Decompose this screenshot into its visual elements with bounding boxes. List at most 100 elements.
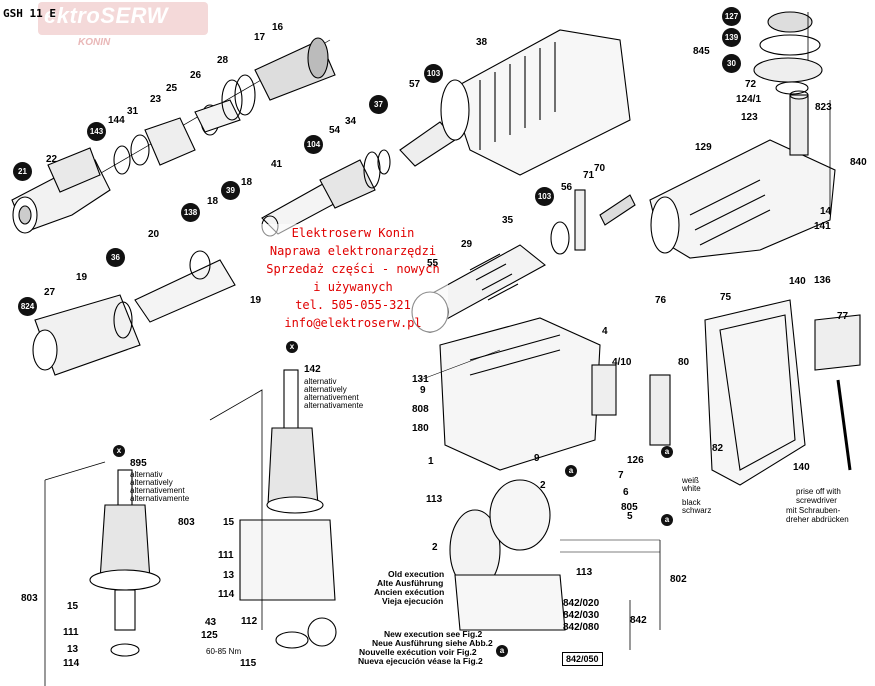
alt-note: alternativ [130, 470, 163, 479]
part-label: 75 [720, 292, 732, 303]
part-label: 7 [618, 470, 624, 481]
part-label: 80 [678, 357, 690, 368]
part-label: 129 [695, 142, 712, 153]
part-label: 4/10 [612, 357, 632, 368]
part-label: 803 [178, 517, 195, 528]
part-label: 43 [205, 617, 217, 628]
part-label: 19 [76, 272, 88, 283]
marker-x: x [286, 341, 298, 353]
part-label: 803 [21, 593, 38, 604]
part-label: 5 [627, 511, 633, 522]
part-label: 27 [44, 287, 56, 298]
part-label: 54 [329, 125, 341, 136]
part-label: 895 [130, 458, 147, 469]
advert-line-5: tel. 505-055-321 [295, 298, 411, 312]
part-label: 124/1 [736, 94, 762, 105]
part-label: 112 [241, 616, 258, 627]
part-label: 4 [602, 326, 608, 337]
part-label: 15 [67, 601, 79, 612]
prise-note: screwdriver [796, 496, 837, 505]
alt-note: alternativement [130, 486, 185, 495]
part-label: 17 [254, 32, 266, 43]
part-label: 14 [820, 206, 832, 217]
part-label: 55 [427, 258, 439, 269]
part-label: 26 [190, 70, 202, 81]
part-label: 19 [250, 295, 262, 306]
watermark-stamp [38, 2, 208, 35]
part-label: 56 [561, 182, 573, 193]
part-label: 9 [420, 385, 426, 396]
part-badge: 103 [424, 64, 443, 83]
part-label: 144 [108, 115, 125, 126]
alt-note: alternatively [130, 478, 173, 487]
part-label: 23 [150, 94, 162, 105]
part-label: 38 [476, 37, 488, 48]
part-label: 70 [594, 163, 606, 174]
part-label: 805 [621, 502, 638, 513]
part-label: 82 [712, 443, 724, 454]
part-label: 180 [412, 423, 429, 434]
part-label: 140 [793, 462, 810, 473]
part-label: 113 [426, 494, 443, 505]
marker-a: a [565, 465, 577, 477]
part-badge: 30 [722, 54, 741, 73]
part-label: 25 [166, 83, 178, 94]
part-badge: 39 [221, 181, 240, 200]
alt-note: alternativamente [304, 401, 364, 410]
marker-a: a [661, 446, 673, 458]
prise-note: prise off with [796, 487, 841, 496]
part-label: 72 [745, 79, 757, 90]
part-label: 115 [240, 658, 257, 669]
part-label: 126 [627, 455, 644, 466]
new-exec-note: Nouvelle exécution voir Fig.2 [359, 647, 477, 657]
part-label: 31 [127, 106, 139, 117]
watermark-city: KONIN [78, 37, 111, 48]
wire-color: black [682, 498, 701, 507]
alt-note: alternativ [304, 377, 337, 386]
part-label: 111 [63, 627, 79, 638]
advert-line-3: Sprzedaż części - nowych [266, 262, 440, 276]
part-label: 140 [789, 276, 806, 287]
part-badge: 127 [722, 7, 741, 26]
part-label: 808 [412, 404, 429, 415]
part-label: 141 [814, 221, 831, 232]
part-label: 13 [223, 570, 235, 581]
old-exec-note: Alte Ausführung [377, 578, 444, 588]
watermark-brand: ektroSERW [44, 3, 168, 28]
part-label: 142 [304, 364, 321, 375]
part-label: 76 [655, 295, 667, 306]
part-label: 111 [218, 550, 234, 561]
part-badge: 103 [535, 187, 554, 206]
part-label: 35 [502, 215, 514, 226]
part-label: 41 [271, 159, 283, 170]
model-title: GSH 11 E [3, 7, 56, 20]
part-label: 823 [815, 102, 832, 113]
part-label: 131 [412, 374, 429, 385]
part-label: 29 [461, 239, 473, 250]
part-label: 1 [428, 456, 434, 467]
advert-line-1: Elektroserw Konin [291, 226, 415, 240]
advert-block: Elektroserw Konin Naprawa elektronarzędz… [258, 224, 448, 332]
part-badge: 143 [87, 122, 106, 141]
part-badge: 139 [722, 28, 741, 47]
part-label: 13 [67, 644, 79, 655]
wire-color: white [682, 484, 701, 493]
part-label: 16 [272, 22, 284, 33]
prise-note: mit Schrauben- [786, 506, 841, 515]
part-label: 113 [576, 567, 593, 578]
part-badge: 36 [106, 248, 125, 267]
advert-line-4: i używanych [313, 280, 393, 294]
part-badge: 138 [181, 203, 200, 222]
part-label: 18 [241, 177, 253, 188]
advert-line-6[interactable]: info@elektroserw.pl [284, 316, 422, 330]
advert-line-2: Naprawa elektronarzędzi [269, 244, 437, 258]
alt-note: alternativement [304, 393, 359, 402]
part-label: 22 [46, 154, 58, 165]
part-label: 71 [583, 170, 595, 181]
part-label: 114 [218, 589, 235, 600]
part-badge: 824 [18, 297, 37, 316]
alt-note: alternatively [304, 385, 347, 394]
new-exec-note: New execution see Fig.2 [384, 629, 483, 639]
part-label: 15 [223, 517, 235, 528]
